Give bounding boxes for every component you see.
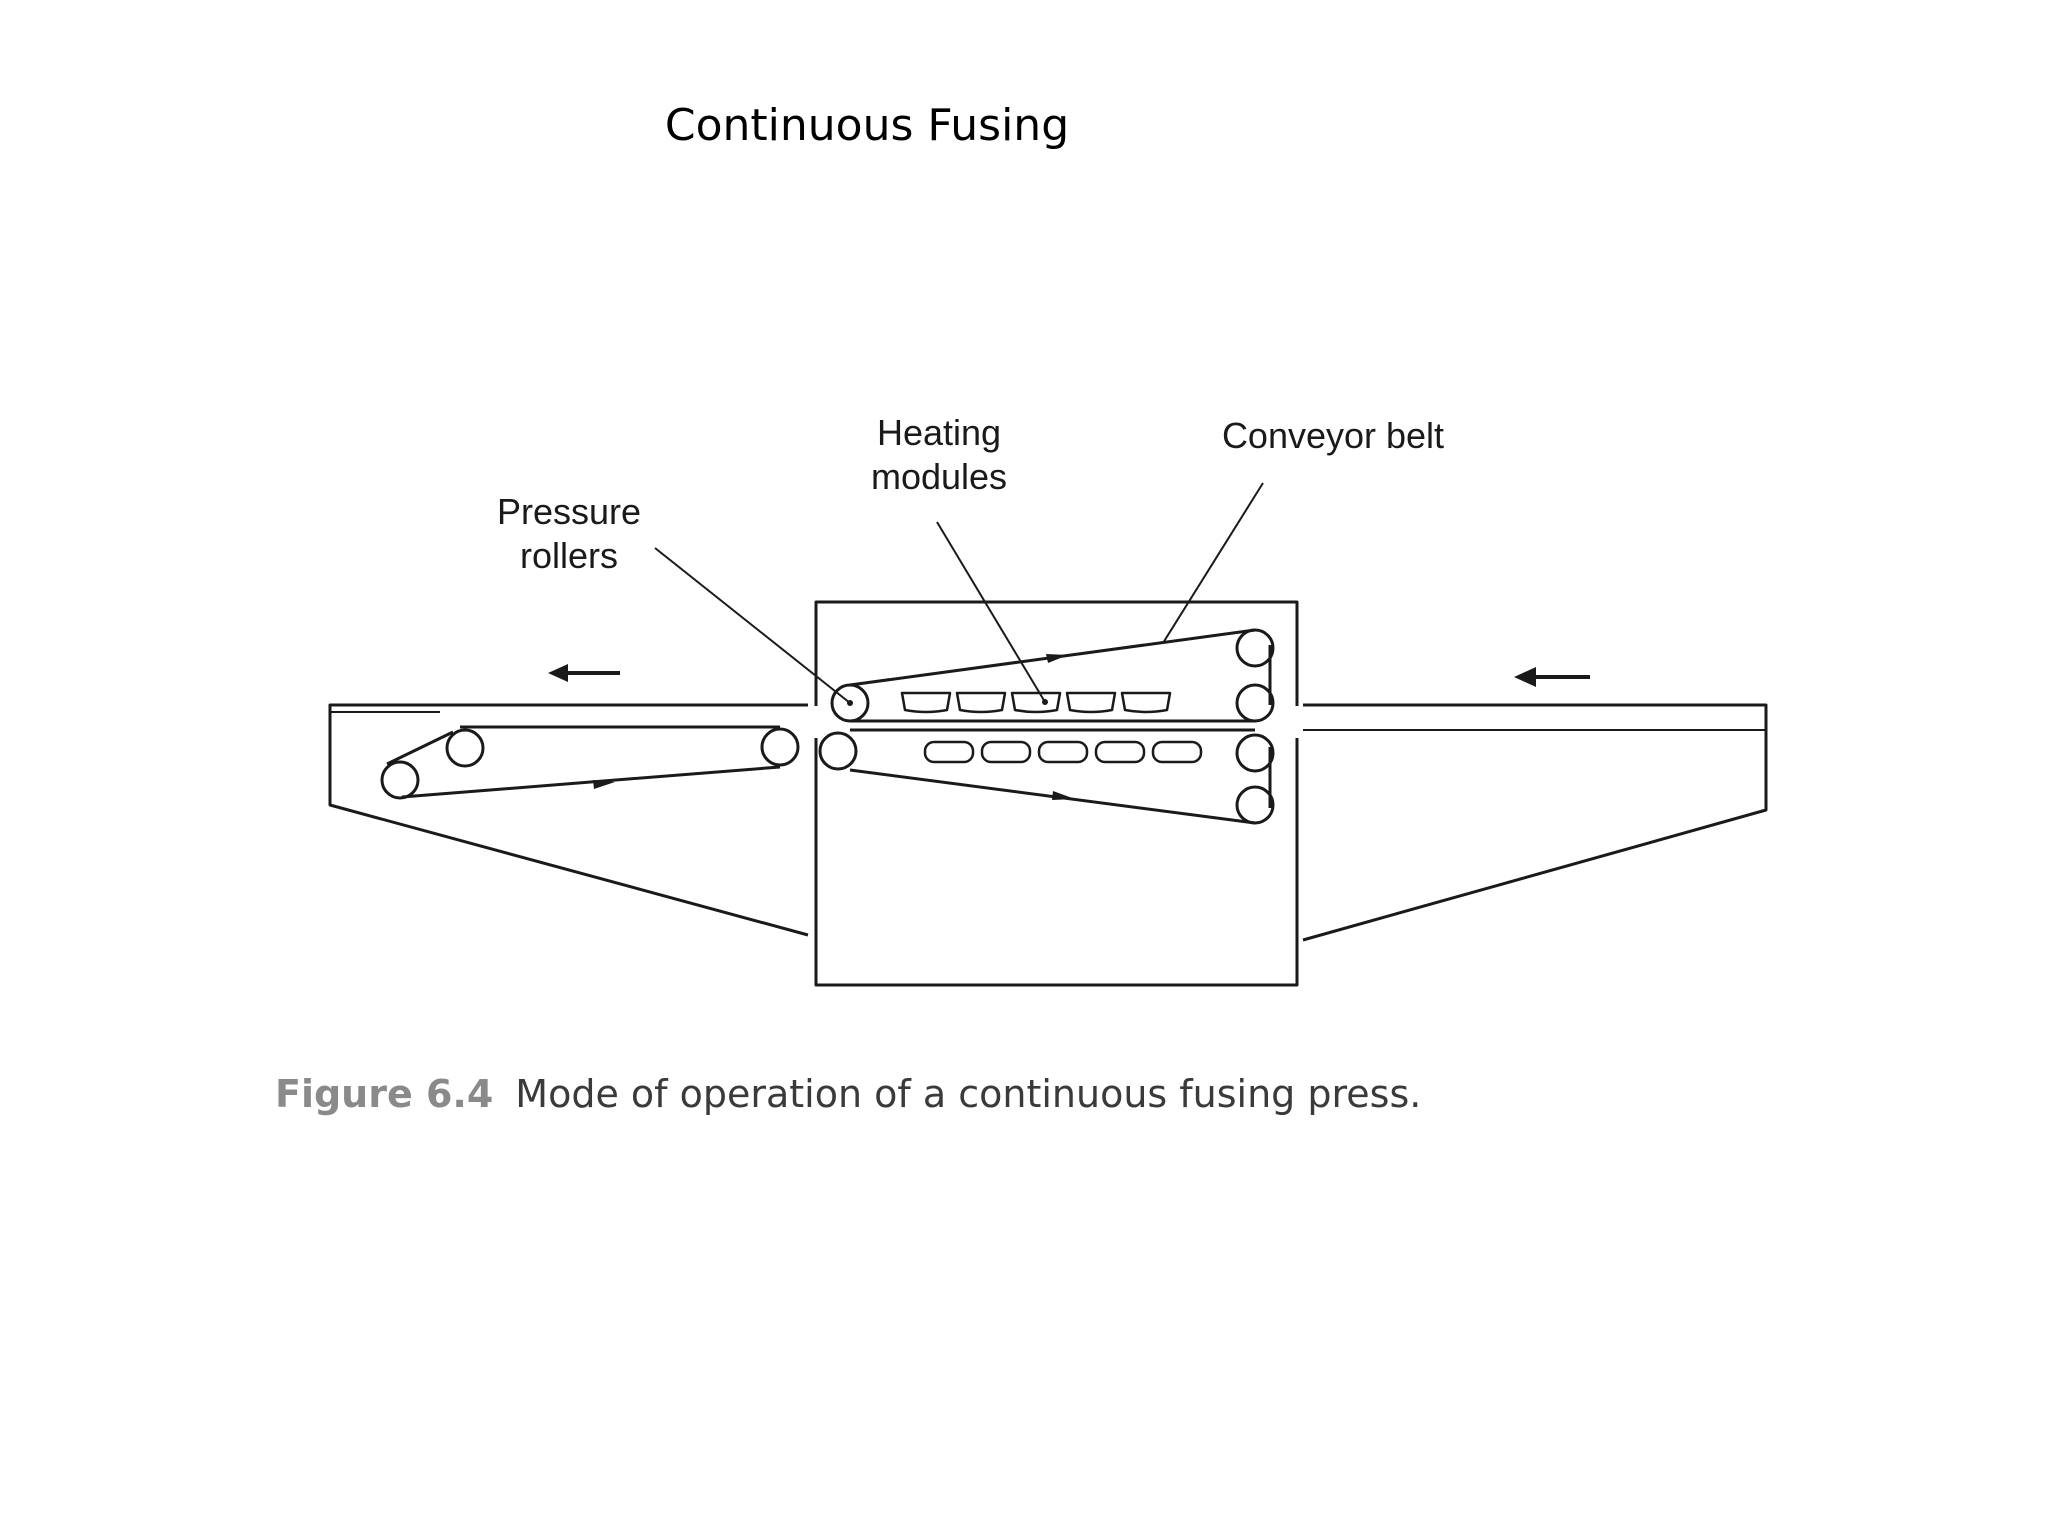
output-belt-roller-top (445, 728, 485, 768)
left-output-table (328, 703, 809, 937)
pressure-rollers-leader (654, 547, 851, 704)
right-direction-arrow (1514, 667, 1590, 687)
pressure-rollers-label-line1: Pressure (497, 491, 641, 532)
output-belt-arrow (593, 780, 615, 789)
upper-belt-roller-bottom (1235, 683, 1275, 723)
upper-heating-modules (900, 691, 1172, 714)
lower-belt-roller-top (1235, 733, 1275, 773)
upper-conveyor-belt (849, 628, 1272, 723)
figure-number: Figure 6.4 (275, 1072, 494, 1116)
lower-belt-roller-bottom (1235, 785, 1275, 825)
lower-belt-arrow (1052, 791, 1075, 800)
left-direction-arrow (548, 664, 620, 682)
figure-caption-text: Mode of operation of a continuous fusing… (515, 1072, 1422, 1116)
figure-caption: Figure 6.4 Mode of operation of a continu… (275, 1072, 1421, 1116)
conveyor-belt-leader (1162, 482, 1264, 644)
upper-belt-roller-top (1235, 628, 1275, 668)
lower-heating-modules (923, 740, 1203, 764)
output-belt-roller-bottom (380, 760, 420, 800)
right-input-table (1302, 703, 1768, 942)
conveyor-belt-label: Conveyor belt (1222, 415, 1444, 456)
press-housing (814, 600, 1299, 987)
heating-modules-leader (936, 521, 1046, 703)
output-belt-roller-right (760, 727, 800, 767)
heating-modules-label-line1: Heating (877, 412, 1001, 453)
lower-conveyor-belt (849, 728, 1272, 825)
left-output-belt (386, 725, 781, 799)
slide-title: Continuous Fusing (664, 100, 1070, 151)
heating-modules-label-line2: modules (871, 456, 1007, 497)
upper-belt-arrow (1046, 654, 1068, 663)
pressure-rollers-label-line2: rollers (520, 535, 618, 576)
pressure-roller-top (830, 683, 870, 723)
pressure-roller-bottom (818, 731, 858, 771)
